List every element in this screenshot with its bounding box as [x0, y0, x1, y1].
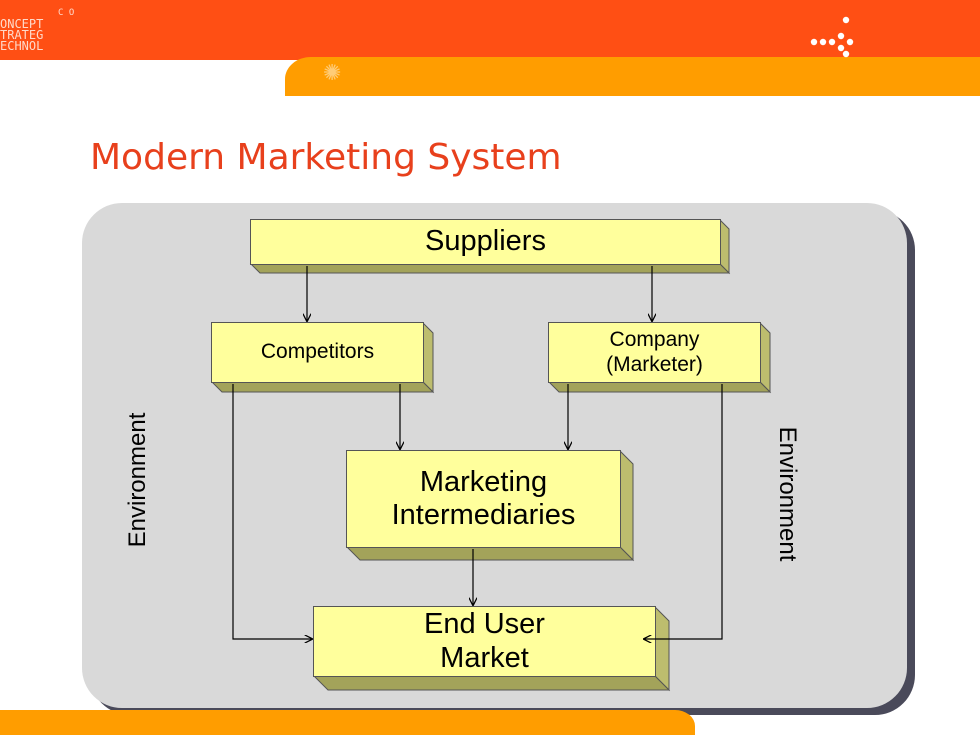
logo-line: ONCEPT [0, 17, 44, 31]
header-tab [285, 57, 980, 96]
end-user-label-line2: Market [440, 641, 529, 674]
sun-icon: ✺ [323, 61, 342, 86]
logo-line: C O [58, 8, 75, 18]
suppliers-box: Suppliers [250, 219, 721, 265]
intermediaries-label-line2: Intermediaries [391, 499, 576, 531]
company-label-line1: Company [609, 328, 700, 352]
end-user-box: End User Market [313, 606, 656, 677]
page-title: Modern Marketing System [90, 137, 562, 178]
logo-line: ECHNOL [0, 39, 44, 53]
suppliers-label: Suppliers [425, 225, 546, 258]
footer-bar [0, 710, 695, 735]
arrow-competitors-to-end-user [232, 384, 312, 639]
company-label-line2: (Marketer) [606, 352, 703, 376]
dots-logo-icon [810, 16, 854, 58]
end-user-label-line1: End User [424, 608, 545, 641]
arrow-company-to-end-user [644, 384, 723, 639]
box-depth-intermediaries [345, 449, 635, 562]
intermediaries-label-line1: Marketing [419, 465, 548, 498]
intermediaries-box: Marketing Intermediaries [346, 450, 621, 548]
competitors-box: Competitors [211, 322, 424, 383]
competitors-label: Competitors [260, 340, 375, 364]
header-bar [0, 0, 980, 60]
company-box: Company (Marketer) [548, 322, 761, 383]
logo-text: C O ONCEPT TRATEG ECHNOL [0, 8, 76, 88]
logo-line: TRATEG [0, 28, 44, 42]
